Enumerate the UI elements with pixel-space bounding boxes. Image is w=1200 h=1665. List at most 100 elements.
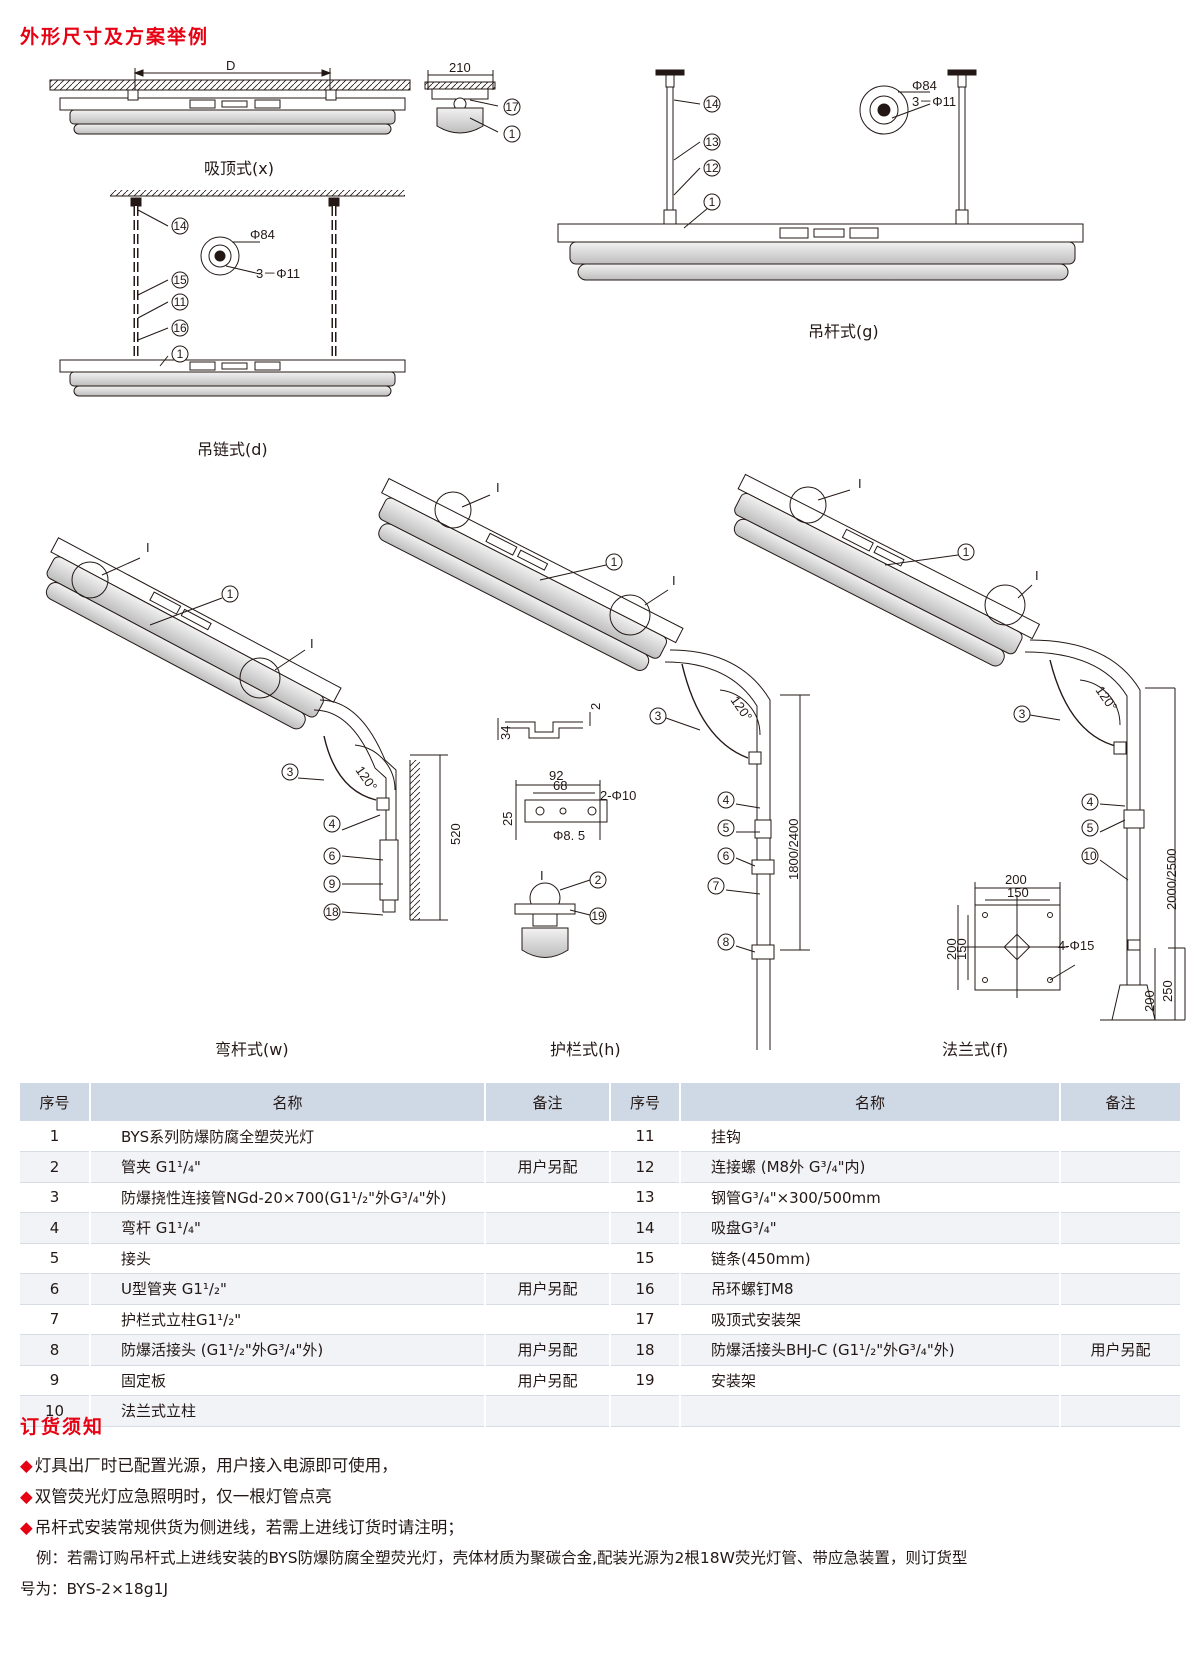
header-name-left: 名称	[90, 1083, 486, 1121]
dim-200-top: 200	[1005, 872, 1027, 887]
cell-no: 16	[610, 1273, 681, 1305]
note-text: 双管荧光灯应急照明时，仅一根灯管点亮	[34, 1487, 332, 1506]
cell-no: 13	[610, 1182, 681, 1213]
bent-arm-drawing	[45, 537, 448, 921]
cell-no: 5	[20, 1243, 91, 1274]
svg-text:2: 2	[595, 873, 602, 887]
callout-4-bent: 4	[323, 815, 341, 833]
cell-remark	[485, 1243, 611, 1274]
dim-34: 34	[498, 726, 513, 740]
cell-name: 防爆活接头BHJ-C (G1¹/₂"外G³/₄"外)	[680, 1334, 1061, 1366]
svg-text:6: 6	[329, 849, 336, 863]
svg-text:13: 13	[705, 135, 719, 149]
svg-text:14: 14	[705, 97, 719, 111]
svg-text:14: 14	[173, 219, 187, 233]
cell-name: 护栏式立柱G1¹/₂"	[90, 1304, 486, 1335]
dim-2-phi10: 2-Φ10	[600, 788, 636, 803]
dim-2000-2500: 2000/2500	[1164, 849, 1179, 910]
cell-remark: 用户另配	[1060, 1334, 1180, 1366]
callout-16-chain: 16	[171, 319, 189, 337]
cell-no: 12	[610, 1151, 681, 1183]
dim-92: 92	[549, 768, 563, 783]
svg-text:5: 5	[723, 821, 730, 835]
note-item: ◆吊杆式安装常规供货为侧进线，若需上进线订货时请注明；	[20, 1512, 1180, 1543]
svg-text:1: 1	[963, 545, 970, 559]
cell-name: 挂钩	[680, 1121, 1061, 1152]
cell-name: 防爆活接头 (G1¹/₂"外G³/₄"外)	[90, 1334, 486, 1366]
svg-text:11: 11	[174, 295, 187, 309]
svg-text:6: 6	[723, 849, 730, 863]
note-item: ◆双管荧光灯应急照明时，仅一根灯管点亮	[20, 1481, 1180, 1512]
dim-120-bent: 120°	[353, 763, 381, 794]
label-I-bent-1: I	[146, 540, 150, 555]
caption-flange: 法兰式(f)	[942, 1040, 1009, 1059]
cell-no: 10	[20, 1395, 91, 1427]
svg-text:1: 1	[611, 555, 618, 569]
callout-1-chain: 1	[171, 345, 189, 363]
cell-remark: 用户另配	[485, 1151, 611, 1183]
dim-25: 25	[500, 812, 515, 826]
svg-text:3: 3	[1019, 707, 1026, 721]
example-line-model: 号为：BYS-2×18g1J	[20, 1580, 169, 1598]
dim-210: 210	[449, 60, 471, 75]
callout-2-detail: 2	[589, 871, 607, 889]
caption-bent: 弯杆式(w)	[215, 1040, 289, 1059]
cell-remark	[485, 1395, 611, 1427]
cell-no: 17	[610, 1304, 681, 1335]
cell-name: 链条(450mm)	[680, 1243, 1061, 1274]
callout-12-rod: 12	[703, 159, 721, 177]
cell-name: 钢管G³/₄"×300/500mm	[680, 1182, 1061, 1213]
callout-6-rail: 6	[717, 847, 735, 865]
callout-8-rail: 8	[717, 933, 735, 951]
cell-remark	[1060, 1304, 1180, 1335]
callout-5-flange: 5	[1081, 819, 1099, 837]
callout-6-bent: 6	[323, 847, 341, 865]
cell-name: 法兰式立柱	[90, 1395, 486, 1427]
svg-text:10: 10	[1083, 849, 1097, 863]
note-text: 吊杆式安装常规供货为侧进线，若需上进线订货时请注明；	[34, 1518, 464, 1537]
label-I-rail-2: I	[672, 573, 676, 588]
note-text: 灯具出厂时已配置光源，用户接入电源即可使用，	[34, 1456, 398, 1475]
callout-1-bent: 1	[221, 585, 239, 603]
callout-10-flange: 10	[1081, 847, 1099, 865]
cell-name: 安装架	[680, 1365, 1061, 1396]
cell-remark: 用户另配	[485, 1365, 611, 1396]
cell-no: 3	[20, 1182, 91, 1213]
cell-remark	[1060, 1121, 1180, 1152]
table-header-row: 序号 名称 备注 序号 名称 备注	[20, 1083, 1180, 1121]
cell-name: 吸盘G³/₄"	[680, 1212, 1061, 1244]
caption-chain: 吊链式(d)	[197, 440, 268, 459]
dim-D: D	[226, 58, 235, 73]
cell-no: 4	[20, 1212, 91, 1244]
dim-phi84-chain: Φ84	[250, 227, 275, 242]
label-I-detail: I	[540, 868, 544, 883]
dim-520: 520	[448, 823, 463, 845]
header-no-left: 序号	[20, 1083, 91, 1121]
dim-150-side: 150	[954, 938, 969, 960]
svg-text:7: 7	[713, 879, 720, 893]
cell-remark	[1060, 1273, 1180, 1305]
callout-17-ceiling: 17	[503, 98, 521, 116]
order-notes-title: 订货须知	[20, 1416, 105, 1438]
dim-1800-2400: 1800/2400	[786, 819, 801, 880]
dim-4-phi15: 4-Φ15	[1058, 938, 1094, 953]
callout-1-flange: 1	[957, 543, 975, 561]
dim-120-flange: 120°	[1093, 683, 1121, 714]
cell-remark	[1060, 1243, 1180, 1274]
svg-text:1: 1	[709, 195, 716, 209]
dim-phi11-chain: 3－Φ11	[256, 266, 300, 281]
ceiling-mount-drawing	[49, 68, 499, 135]
svg-text:4: 4	[329, 817, 336, 831]
callout-3-rail: 3	[649, 707, 667, 725]
svg-text:12: 12	[705, 161, 719, 175]
callout-15-chain: 15	[171, 271, 189, 289]
header-remark-left: 备注	[485, 1083, 611, 1121]
cell-no: 9	[20, 1365, 91, 1396]
label-I-flange-2: I	[1035, 568, 1039, 583]
cell-remark	[1060, 1395, 1180, 1427]
guardrail-drawing	[378, 477, 810, 1050]
